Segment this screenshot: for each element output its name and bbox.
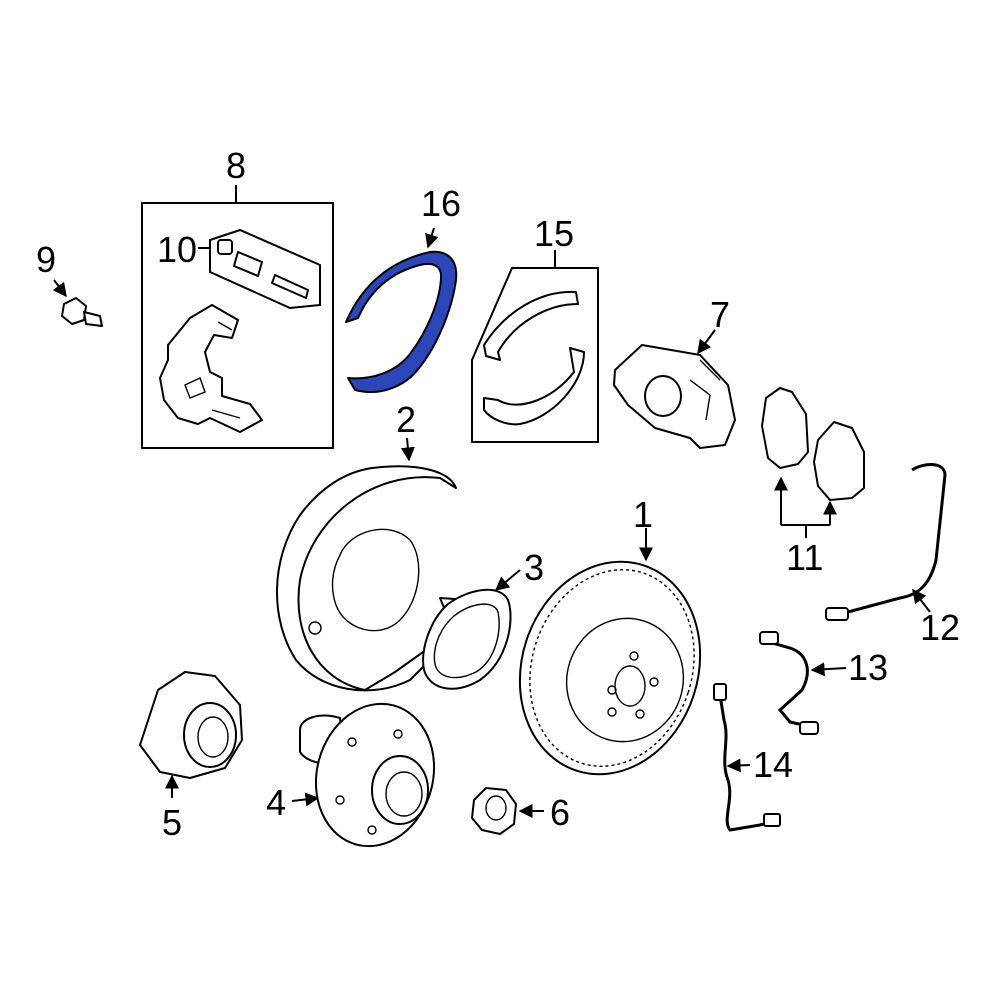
- hose-fitting-bottom: [799, 721, 819, 735]
- rotor-vent-ring: [529, 569, 695, 767]
- callout-3: 3: [524, 547, 544, 588]
- shim-inner: [433, 603, 500, 679]
- part-15-box: [471, 267, 599, 443]
- carrier-bracket: [159, 304, 263, 433]
- rotor-hat: [565, 617, 685, 743]
- hub-stud-hole-2: [393, 729, 403, 739]
- part-9-bolt[interactable]: [52, 279, 103, 327]
- part-4-arrow: [291, 792, 320, 807]
- shim-outer: [422, 588, 512, 690]
- part-3-arrow: [494, 569, 521, 591]
- callout-labels: 1 2 3 4 5 6 7 8 9 10 11 12 13 14 15 16: [36, 145, 960, 843]
- rotor-lug-hole-2: [629, 651, 639, 661]
- part-14-speed-sensor[interactable]: [713, 683, 781, 832]
- hub-stud-hole-3: [335, 795, 345, 805]
- guide-pin: [271, 274, 309, 299]
- speed-sensor-connector: [713, 683, 727, 701]
- nut-body: [471, 787, 517, 835]
- callout-11: 11: [786, 537, 823, 578]
- callout-2: 2: [396, 399, 416, 440]
- part-5-wheel-bearing[interactable]: [139, 671, 243, 798]
- callout-10: 10: [157, 229, 197, 270]
- brake-shoe-upper: [483, 290, 579, 361]
- part-7-arrow: [697, 329, 716, 355]
- part-9-arrow: [52, 279, 67, 298]
- rotor-outer: [518, 560, 702, 776]
- sensor-connector: [825, 607, 849, 621]
- brake-pad-left: [761, 387, 809, 469]
- carrier-bracket-tab: [184, 377, 206, 399]
- part-8-box: [141, 202, 334, 449]
- bolt-head: [61, 297, 87, 325]
- rotor-lug-hole-1: [607, 685, 617, 695]
- callout-6: 6: [550, 792, 570, 833]
- callout-13: 13: [848, 647, 888, 688]
- callout-9: 9: [36, 239, 56, 280]
- part-7-caliper[interactable]: [613, 329, 736, 449]
- nut-bore: [485, 795, 507, 821]
- callout-16: 16: [421, 183, 461, 224]
- hose-fitting-top: [759, 631, 779, 645]
- part-2-arrow: [400, 437, 415, 462]
- backing-plate-hole: [308, 621, 322, 635]
- part-13-arrow: [810, 662, 847, 677]
- hub-pilot: [371, 755, 429, 825]
- callout-8: 8: [226, 145, 246, 186]
- hub-stud-hole-4: [367, 825, 377, 835]
- part-6-axle-nut[interactable]: [471, 787, 544, 835]
- part-11-brake-pads[interactable]: [761, 387, 865, 538]
- callout-15: 15: [534, 213, 574, 254]
- pin-bushing: [217, 239, 233, 255]
- callout-14: 14: [753, 744, 793, 785]
- part-16-highlighted-part[interactable]: [345, 227, 458, 394]
- backing-plate-center: [331, 528, 420, 632]
- callout-12: 12: [920, 607, 960, 648]
- pin-sleeve: [233, 251, 263, 277]
- part-15-brake-shoes[interactable]: [471, 250, 599, 443]
- part-14-arrow: [726, 758, 751, 773]
- part-10-guide-pin-kit[interactable]: [198, 228, 321, 310]
- part-12-arrow: [912, 588, 931, 613]
- bearing-bore: [197, 716, 229, 758]
- callout-1: 1: [633, 494, 653, 535]
- caliper-detail: [689, 359, 721, 421]
- part-16-arrow: [425, 227, 439, 249]
- part-12-wear-sensor[interactable]: [825, 463, 947, 621]
- sensor-wire: [847, 463, 947, 614]
- carrier-bracket-detail: [211, 321, 241, 419]
- part-1-rotor[interactable]: [493, 528, 727, 798]
- brake-pad-right: [813, 421, 865, 501]
- hose-line: [761, 638, 809, 728]
- part-2-backing-plate[interactable]: [276, 437, 471, 692]
- part-8-carrier-kit[interactable]: [141, 185, 334, 449]
- hub-pilot-bore: [385, 771, 423, 817]
- rotor-center-bore: [614, 665, 646, 707]
- speed-sensor-tip: [763, 813, 781, 827]
- callout-5: 5: [162, 802, 182, 843]
- brake-shoe-lower: [483, 347, 585, 426]
- caliper-piston: [644, 375, 682, 417]
- callout-7: 7: [710, 294, 730, 335]
- callout-4: 4: [266, 782, 286, 823]
- highlighted-shoe-part: [345, 250, 458, 394]
- speed-sensor-wire: [718, 694, 779, 832]
- part-3-shim[interactable]: [422, 569, 521, 690]
- rotor-lug-hole-3: [649, 677, 659, 687]
- backing-plate-outer: [276, 465, 471, 692]
- part-13-brake-hose[interactable]: [759, 631, 847, 735]
- rotor-lug-hole-5: [607, 707, 617, 717]
- rotor-lug-hole-4: [635, 709, 645, 719]
- bolt-shank: [83, 311, 103, 327]
- hub-stud-hole-1: [347, 737, 357, 747]
- part-10-box: [209, 228, 321, 310]
- part-4-hub[interactable]: [291, 690, 450, 859]
